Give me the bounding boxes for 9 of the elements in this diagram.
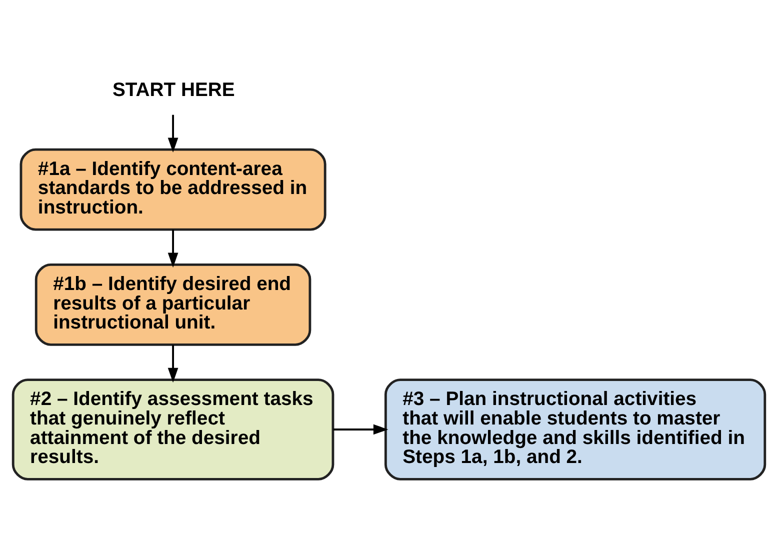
arrow	[168, 114, 178, 152]
node-box: #1b – Identify desired end results of a particular instructional unit.	[34, 262, 312, 346]
node-text: START HERE	[112, 78, 235, 101]
node-box: #3 – Plan instructional activities that will enable students to master the knowledge and skills identified in Steps 1a, 1b, and 2.	[384, 378, 766, 480]
node-box: #1a – Identify content-area standards to be addressed in instruction.	[20, 148, 326, 230]
arrow	[168, 229, 178, 268]
node-box: #2 – Identify assessment tasks that genuinely reflect attainment of the desired results.	[12, 378, 334, 480]
arrow	[168, 344, 178, 382]
arrow	[333, 424, 388, 434]
